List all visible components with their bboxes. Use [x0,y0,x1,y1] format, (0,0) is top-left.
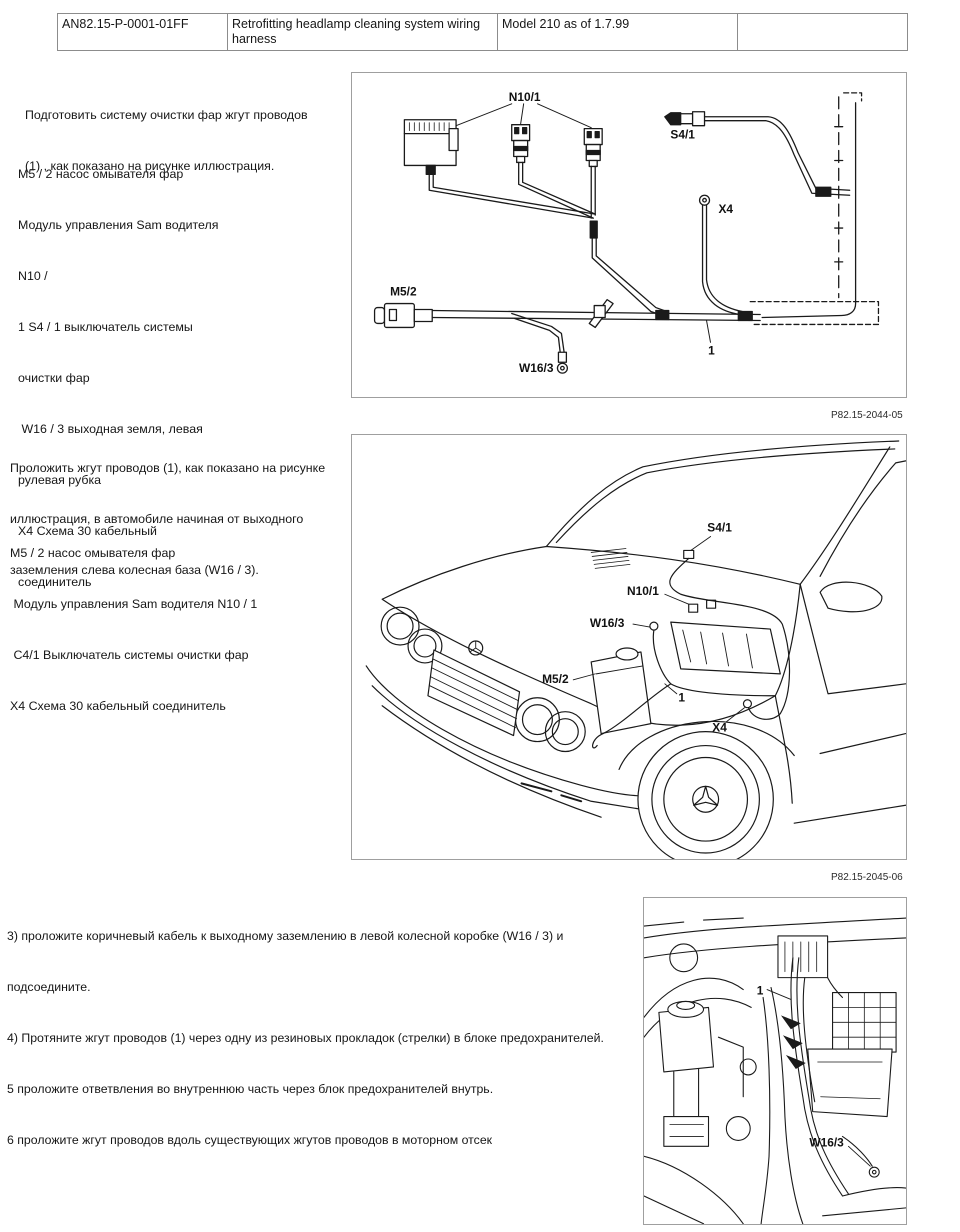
w16-3-ground-lead [511,312,569,374]
step-line: подсоедините. [7,980,91,994]
label-x4: X4 [718,202,733,216]
fuse-box [832,991,897,1053]
section1-intro-line: (1) , как показано на рисунке иллюстраци… [25,159,275,173]
section1-legend: M5 / 2 насос омывателя фар Модуль управл… [18,132,218,608]
routing-outline [749,92,880,326]
legend-line: X4 Схема 30 кабельный [18,524,157,538]
wiring-harness-diagram: N10/1 S4/1 X4 M5/2 W16/3 1 [351,72,907,398]
control-module-connector [403,119,459,176]
document-title: Retrofitting headlamp cleaning system wi… [227,13,498,51]
hood-star-emblem [468,640,484,656]
wiring-harness-drawing: N10/1 S4/1 X4 M5/2 W16/3 1 [373,90,880,375]
model-applicability: Model 210 as of 1.7.99 [497,13,738,51]
legend-line: 1 S4 / 1 выключатель системы [18,320,193,334]
side-mirror [819,581,883,613]
label-leader-lines [572,536,745,723]
headlamps [380,606,586,753]
wiring-harness-bundle [760,957,849,1224]
label-x4: X4 [712,721,727,735]
radiator-grille [427,649,521,737]
control-module [807,1048,893,1118]
n10-1-leader-lines [455,103,592,129]
body-side-lines [774,583,906,824]
legend-line: Модуль управления Sam водителя [18,218,219,232]
legend-line: очистки фар [18,371,90,385]
section2-intro: Проложить жгут проводов (1), как показан… [10,426,325,596]
section2-intro-line: иллюстрация, в автомобиле начиная от вых… [10,512,304,526]
w16-3-ground-point [841,1135,880,1178]
label-w16-3: W16/3 [519,361,554,375]
front-wheel [618,720,795,859]
step-line: 6 проложите жгут проводов вдоль существу… [7,1133,493,1147]
legend-line: рулевая рубка [18,473,102,487]
label-s4-1: S4/1 [670,128,695,142]
step-line: 5 проложите ответвления во внутреннюю ча… [7,1082,494,1096]
legend-line: M5 / 2 насос омывателя фар [10,546,176,560]
s4-1-switch-connector [664,111,851,197]
label-s4-1: S4/1 [707,521,732,535]
harness-clip [588,298,614,329]
section2-intro-line: заземления слева колесная база (W16 / 3)… [10,563,259,577]
windshield-and-roof [545,440,906,585]
section3-steps: 3) проложите коричневый кабель к выходно… [7,894,604,1166]
front-bumper [365,665,652,818]
section1-intro: Подготовить систему очистки фар жгут про… [25,73,308,192]
legend-line: W16 / 3 выходная земля, левая [18,422,203,436]
branch-wires [428,161,668,317]
engine-bay-detail-illustration: 1 W16/3 [643,897,907,1225]
section2-intro-line: Проложить жгут проводов (1), как показан… [10,461,326,475]
legend-line: N10 / [18,269,48,283]
sam-control-module [670,599,781,675]
section1-intro-line: Подготовить систему очистки фар жгут про… [25,108,308,122]
routed-wiring-harness [592,549,791,749]
grommet-arrows [780,1015,806,1069]
empty-header-cell [737,13,908,51]
label-w16-3: W16/3 [809,1135,844,1149]
m5-2-pump-connector [373,302,433,329]
label-harness-1: 1 [708,343,715,357]
legend-line: X4 Схема 30 кабельный соединитель [10,699,226,713]
cowl-panel [644,917,906,959]
relay-box [777,935,829,979]
figure1-caption: P82.15-2044-05 [831,410,903,421]
n10-1-connector-left [511,124,531,164]
document-number: AN82.15-P-0001-01FF [57,13,228,51]
brake-booster [644,943,752,1038]
legend-line: Модуль управления Sam водителя N10 / 1 [10,597,258,611]
legend-line: соединитель [18,575,92,589]
label-w16-3: W16/3 [590,616,625,630]
x4-terminal-lead [698,194,743,316]
header-row: AN82.15-P-0001-01FF Retrofitting headlam… [57,13,908,51]
brake-fluid-reservoir [658,1000,715,1147]
washer-reservoir [590,647,652,735]
step-line: 3) проложите коричневый кабель к выходно… [7,929,564,943]
figure2-caption: P82.15-2045-06 [831,872,903,883]
label-n10-1: N10/1 [509,90,541,104]
engine-bay-drawing: 1 W16/3 [644,917,906,1224]
legend-line: M5 / 2 насос омывателя фар [18,167,184,181]
step-line: 4) Протяните жгут проводов (1) через одн… [7,1031,604,1045]
document-header-table: AN82.15-P-0001-01FF Retrofitting headlam… [57,13,908,51]
n10-1-connector-right [583,128,603,168]
label-n10-1: N10/1 [627,584,659,598]
label-m5-2: M5/2 [542,672,569,686]
vehicle-routing-illustration: S4/1 N10/1 W16/3 M5/2 1 X4 [351,434,907,860]
label-m5-2: M5/2 [390,285,417,299]
harness-leader-line [706,319,711,343]
label-leader-lines [766,989,871,1167]
lower-bay-components [644,1036,906,1224]
legend-line: C4/1 Выключатель системы очистки фар [10,648,249,662]
section2-legend: M5 / 2 насос омывателя фар Модуль управл… [10,511,257,732]
label-harness-1: 1 [757,984,764,998]
label-harness-1: 1 [678,691,685,705]
vehicle-drawing: S4/1 N10/1 W16/3 M5/2 1 X4 [365,440,906,859]
